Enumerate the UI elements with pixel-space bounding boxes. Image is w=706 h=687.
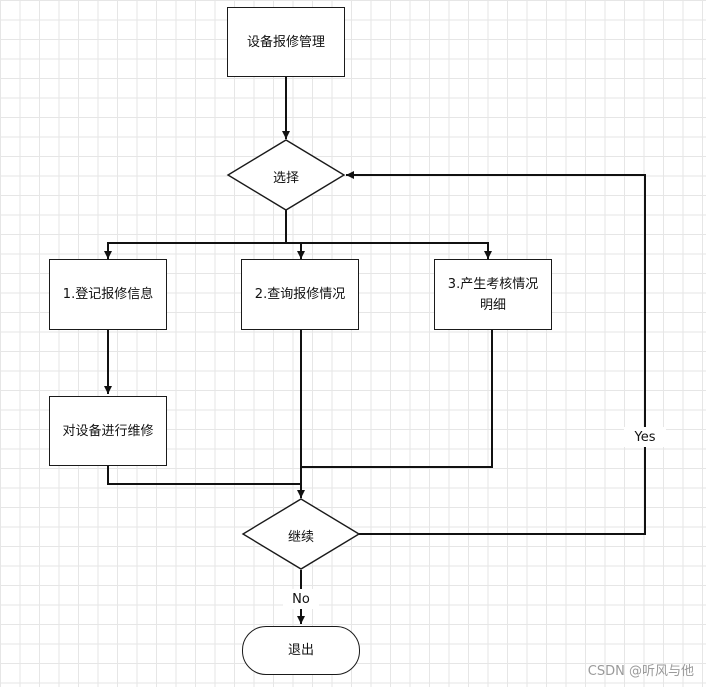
edge-report-to-merge [301, 330, 493, 468]
edge-continue-yes-loop [346, 171, 646, 535]
start-node-label: 设备报修管理 [246, 34, 325, 50]
exit-node-label: 退出 [287, 643, 314, 658]
yes-edge-label: Yes [624, 427, 666, 447]
edge-branch-to-register [104, 242, 286, 259]
repair-node: 对设备进行维修 [49, 396, 167, 466]
repair-node-label: 对设备进行维修 [62, 423, 154, 439]
register-node: 1.登记报修信息 [49, 259, 167, 330]
edge-branch-to-report [286, 242, 492, 259]
query-node: 2.查询报修情况 [241, 259, 359, 330]
register-node-label: 1.登记报修信息 [62, 287, 154, 302]
select-decision-shape [226, 139, 346, 211]
continue-node-label: 继续 [287, 529, 314, 545]
report-node: 3.产生考核情况明细 [434, 259, 552, 330]
continue-decision-shape [241, 498, 361, 570]
report-node-label: 3.产生考核情况明细 [447, 276, 539, 313]
watermark: CSDN @听风与他 [587, 664, 694, 679]
start-node: 设备报修管理 [227, 7, 345, 77]
exit-node: 退出 [242, 626, 360, 675]
edge-branch-to-query [286, 242, 305, 259]
select-node-label: 选择 [272, 170, 299, 186]
edge-repair-to-merge [107, 466, 301, 485]
query-node-label: 2.查询报修情况 [254, 287, 346, 302]
no-edge-label: No [283, 589, 319, 609]
